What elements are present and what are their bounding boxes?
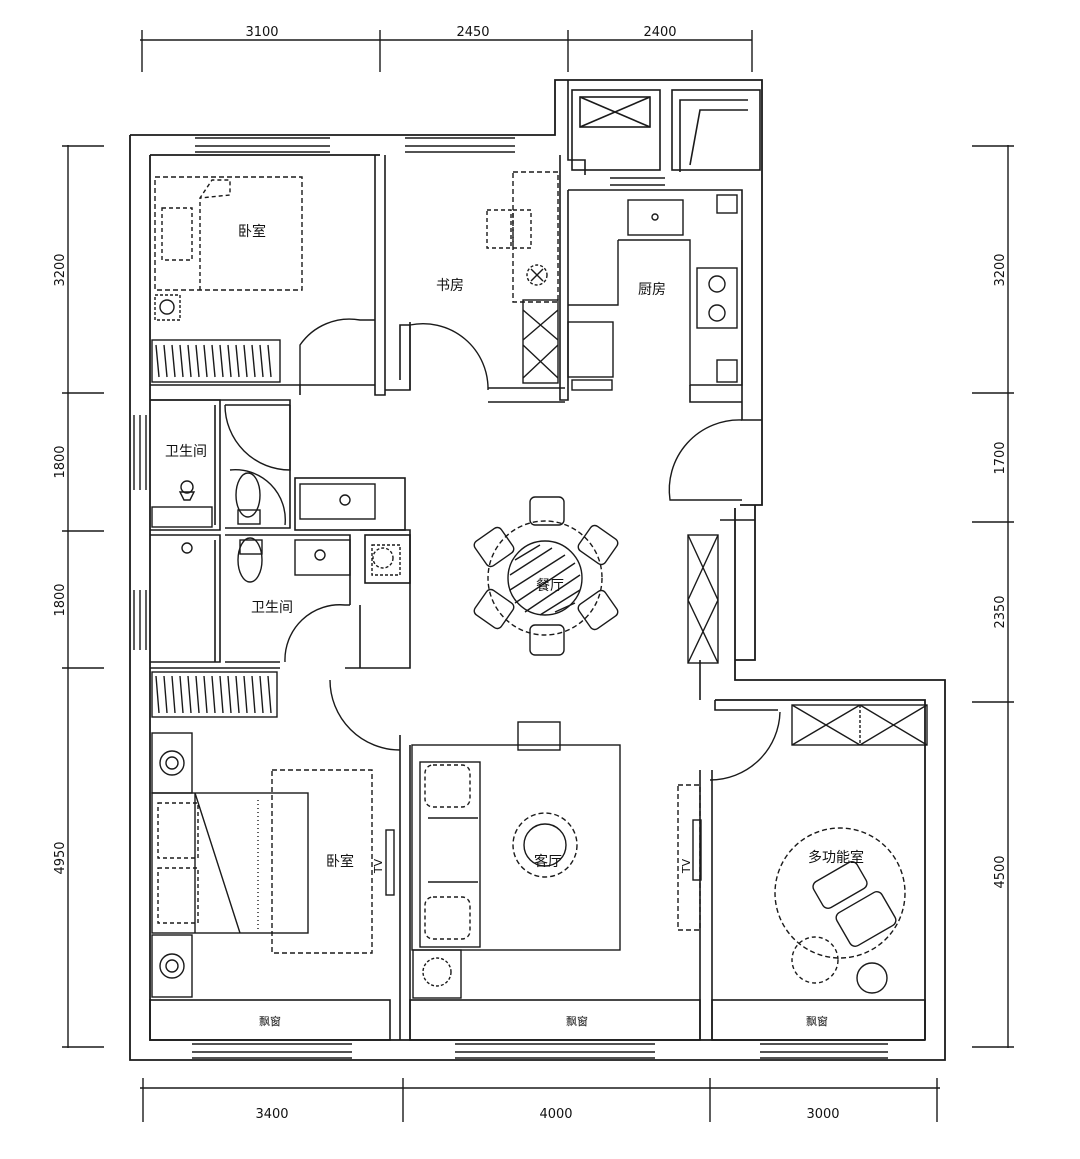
bay-window-label-mid: 飘窗 xyxy=(566,1014,588,1028)
interior-walls xyxy=(149,80,926,1041)
dim-bottom-1: 3400 xyxy=(255,1107,288,1122)
dim-left-1: 3200 xyxy=(53,253,68,286)
dim-top-1: 3100 xyxy=(245,25,278,40)
dim-right-2: 1700 xyxy=(993,441,1008,474)
room-label-multi: 多功能室 xyxy=(808,849,864,866)
dim-bottom-3: 3000 xyxy=(806,1107,839,1122)
bay-window-label-right: 飘窗 xyxy=(806,1014,828,1028)
dim-left-4: 4950 xyxy=(53,841,68,874)
room-label-bathroom-lower: 卫生间 xyxy=(251,600,293,616)
window-top-study xyxy=(405,137,515,153)
dimension-lines-top xyxy=(140,30,753,72)
dim-right-4: 4500 xyxy=(993,855,1008,888)
bay-window-label-left: 飘窗 xyxy=(259,1014,281,1028)
room-label-bathroom-upper: 卫生间 xyxy=(165,444,207,460)
bathroom-fixtures xyxy=(151,472,401,583)
doors xyxy=(224,318,781,781)
window-bottom xyxy=(192,1043,888,1059)
room-label-living: 客厅 xyxy=(534,853,562,870)
bedroom-top-furniture xyxy=(151,176,303,383)
dim-right-3: 2350 xyxy=(993,595,1008,628)
dimension-lines-right xyxy=(972,145,1014,1048)
room-label-study: 书房 xyxy=(436,278,464,294)
room-label-dining: 餐厅 xyxy=(536,578,564,594)
dim-left-2: 1800 xyxy=(53,445,68,478)
dimension-lines-bottom xyxy=(140,1078,940,1122)
living-room-furniture xyxy=(411,721,702,999)
room-label-bedroom-bottom: 卧室 xyxy=(326,853,354,870)
dim-top-3: 2400 xyxy=(643,25,676,40)
entry-cabinet xyxy=(687,519,755,664)
kitchen-furniture xyxy=(567,194,743,391)
dim-left-3: 1800 xyxy=(53,583,68,616)
dim-top-2: 2450 xyxy=(456,25,489,40)
room-label-kitchen: 厨房 xyxy=(638,282,666,298)
dim-right-1: 3200 xyxy=(993,253,1008,286)
tv-label-left: TV xyxy=(372,858,385,874)
dining-table xyxy=(473,496,619,656)
study-furniture xyxy=(486,171,559,384)
window-top-left xyxy=(195,137,330,153)
bedroom-bottom-furniture xyxy=(151,671,395,998)
multi-room-furniture xyxy=(774,704,928,994)
window-left xyxy=(133,415,147,650)
dim-bottom-2: 4000 xyxy=(539,1107,572,1122)
tv-label-right: TV xyxy=(680,858,693,874)
dimension-lines-left xyxy=(62,145,104,1048)
room-label-bedroom-top: 卧室 xyxy=(238,223,266,240)
